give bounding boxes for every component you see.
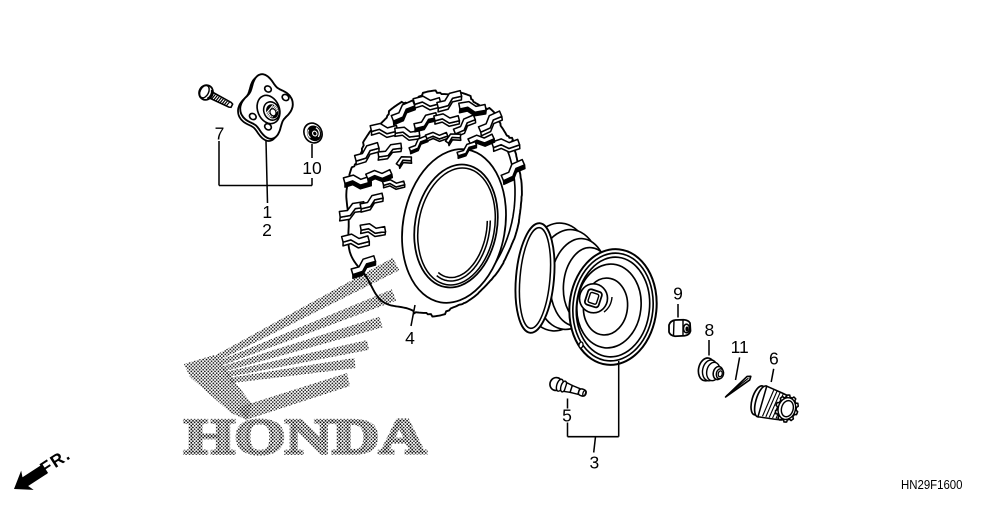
svg-text:6: 6 bbox=[769, 348, 779, 368]
svg-text:2: 2 bbox=[262, 220, 272, 240]
svg-text:9: 9 bbox=[673, 284, 683, 304]
svg-text:11: 11 bbox=[731, 337, 749, 357]
svg-text:1: 1 bbox=[262, 202, 272, 222]
svg-text:10: 10 bbox=[302, 158, 322, 178]
svg-text:4: 4 bbox=[405, 328, 415, 348]
svg-text:8: 8 bbox=[705, 320, 715, 340]
svg-text:HN29F1600: HN29F1600 bbox=[901, 477, 963, 492]
svg-text:HONDA: HONDA bbox=[184, 408, 426, 464]
svg-text:5: 5 bbox=[562, 406, 572, 426]
svg-text:3: 3 bbox=[590, 453, 600, 473]
svg-text:7: 7 bbox=[215, 124, 225, 144]
